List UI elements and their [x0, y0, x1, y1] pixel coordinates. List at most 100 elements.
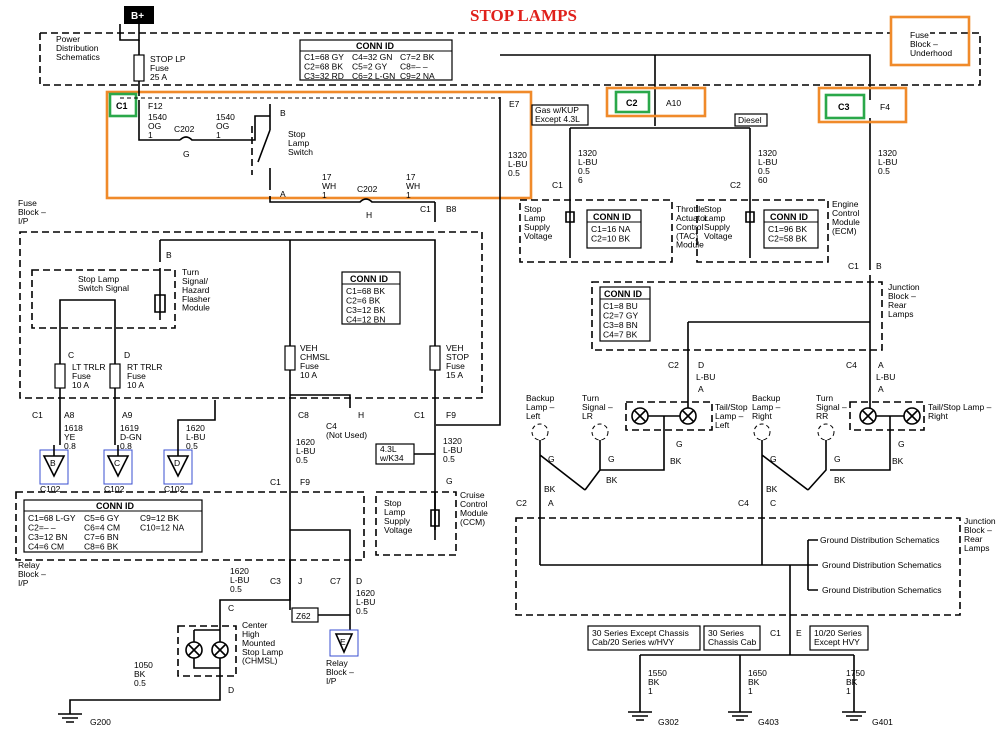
veh-stop-fuse: [429, 345, 441, 371]
tail-stop-lamp-right: [849, 401, 925, 440]
ccm-pin-g: G: [446, 476, 453, 486]
pin-c1-b8: C1: [420, 204, 431, 214]
stop-lp-fuse: [133, 54, 145, 82]
turn-signal-lr: [584, 423, 609, 491]
callout-c3: [824, 93, 866, 120]
chmsl-pin-c: C: [228, 603, 234, 613]
conn-id-row: C4=6 CM: [28, 542, 64, 552]
pin-c4-not-used: C4(Not Used): [326, 421, 367, 440]
tac-module-border: [519, 199, 673, 263]
rear-pin-d: D: [698, 360, 704, 370]
pin-c1-left: C1: [32, 410, 43, 420]
conn-id-row: C10=12 NA: [140, 523, 185, 533]
pin-a: A: [280, 189, 286, 199]
pin-g: G: [183, 149, 190, 159]
callout-c1-label: C1: [116, 101, 128, 111]
pin-j: J: [298, 576, 302, 586]
flasher-module-border: [31, 269, 176, 329]
chmsl-border: [177, 625, 237, 677]
wire-lbu-left: L-BU: [696, 372, 715, 382]
tail-right-bk: BK: [892, 456, 904, 466]
rear-pin-c1: C1: [848, 261, 859, 271]
callout-switch-area: [105, 90, 533, 200]
svg-text:D: D: [174, 458, 180, 468]
diagram-title: STOP LAMPS: [470, 6, 577, 25]
svg-text:C102: C102: [104, 484, 125, 494]
pin-f9: F9: [446, 410, 456, 420]
conn-id-row: C6=4 CM: [84, 523, 120, 533]
conn-id-row: C7=6 BN: [84, 532, 119, 542]
pin-b: B: [280, 108, 286, 118]
c102-terminals: B C D C102 C102 C102: [39, 449, 193, 494]
svg-text:CONN ID: CONN ID: [350, 274, 389, 284]
pin-e: E: [796, 628, 802, 638]
terminal-e-label: E: [340, 637, 346, 647]
turn-signal-rr: [807, 423, 835, 491]
conn-id-row: C2=68 BK: [304, 62, 343, 72]
connector-c202-b: C202: [357, 184, 378, 194]
lt-trlr-fuse: [54, 363, 66, 389]
conn-id-row: C7=2 BK: [400, 52, 435, 62]
conn-id-row: C3=12 BN: [28, 532, 67, 542]
pin-a8: A8: [64, 410, 75, 420]
backup-lamp-left: [531, 423, 586, 500]
pin-f4: F4: [880, 102, 890, 112]
pin-h: H: [366, 210, 372, 220]
pin-h2: H: [358, 410, 364, 420]
ccm-border: [375, 491, 457, 556]
pin-c1-relay: C1: [270, 477, 281, 487]
ground-g403: G403: [758, 717, 779, 727]
callout-c2-a10: [605, 86, 707, 118]
conn-id-row: C5=2 GY: [352, 62, 388, 72]
conn-id-row: C9=12 BK: [140, 513, 179, 523]
conn-id-row: C3=8 BN: [603, 320, 638, 330]
lower-pin-a: A: [548, 498, 554, 508]
stop-lamp-switch: [257, 104, 271, 190]
pin-e7: E7: [509, 99, 520, 109]
tail-left-g: G: [676, 439, 683, 449]
turn-lr-g: G: [608, 454, 615, 464]
svg-text:CONN ID: CONN ID: [604, 289, 643, 299]
callout-c3-f4: [817, 86, 908, 124]
tail-left-bk: BK: [670, 456, 682, 466]
backup-left-g: G: [548, 454, 555, 464]
svg-text:C102: C102: [164, 484, 185, 494]
svg-text:CONN ID: CONN ID: [356, 41, 395, 51]
conn-id-row: C1=16 NA: [591, 224, 631, 234]
z62-label: Z62: [296, 611, 311, 621]
rear-pin-a-left: A: [698, 384, 704, 394]
conn-id-row: C1=96 BK: [768, 224, 807, 234]
ecm-module-border: [696, 199, 829, 263]
ground-g302: G302: [658, 717, 679, 727]
pin-f12: F12: [148, 101, 163, 111]
svg-text:CONN ID: CONN ID: [770, 212, 809, 222]
fuse-block-ip-border: [19, 231, 483, 399]
turn-rr-g: G: [834, 454, 841, 464]
pin-c1-e: C1: [770, 628, 781, 638]
